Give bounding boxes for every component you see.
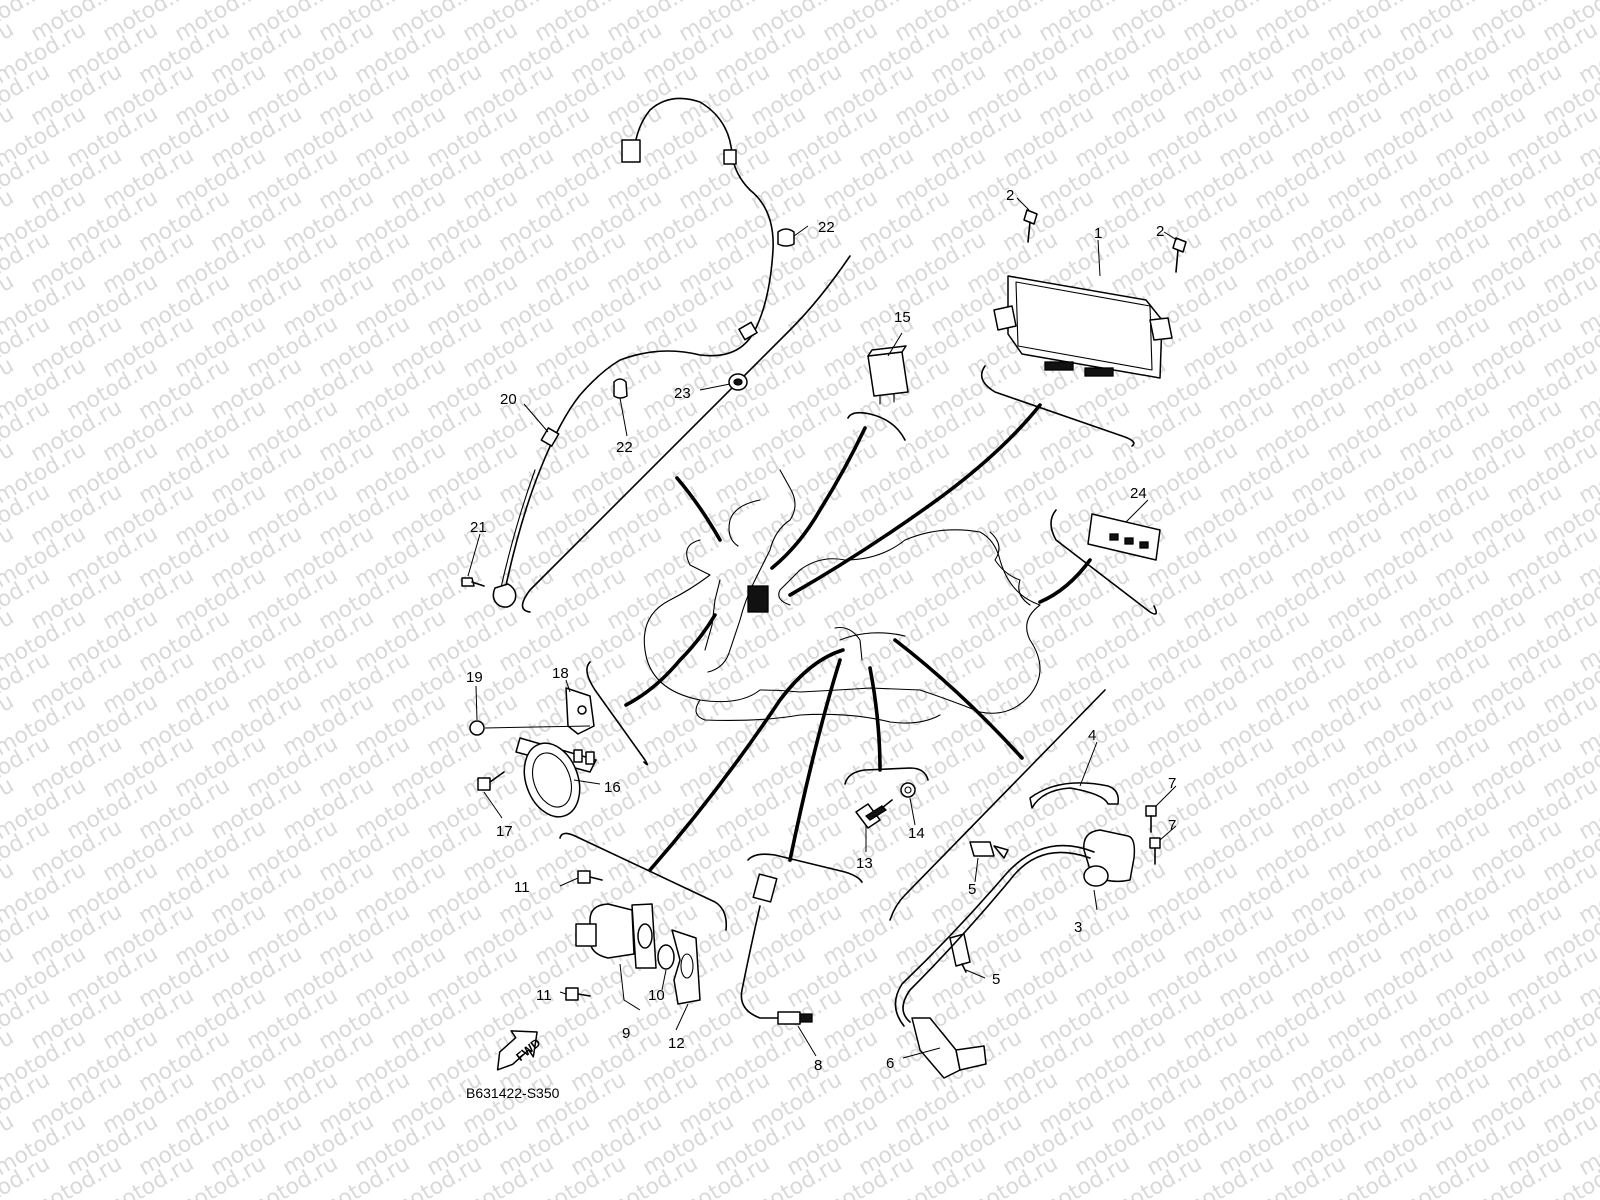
clip-22b	[613, 378, 628, 399]
bolt-7b	[1149, 837, 1161, 865]
o-ring-10	[657, 944, 675, 970]
bolt-21	[461, 577, 485, 587]
callout-6: 6	[886, 1055, 894, 1072]
callout-11b: 11	[536, 987, 552, 1004]
callout-3: 3	[1074, 919, 1082, 936]
relay-15	[867, 345, 909, 405]
detail-frames	[521, 255, 1158, 931]
ecu-1	[993, 275, 1173, 379]
bolt-11a	[577, 870, 603, 884]
connector-icon	[621, 139, 641, 163]
callout-14: 14	[908, 825, 925, 842]
callout-9: 9	[622, 1025, 630, 1042]
cover-24	[1087, 513, 1161, 561]
callout-5a: 5	[968, 881, 976, 898]
callout-17: 17	[496, 823, 513, 840]
callout-20: 20	[500, 391, 517, 408]
location-leaders	[624, 403, 1092, 872]
sensor-lead-20	[492, 97, 774, 608]
bolt-2a	[1023, 209, 1038, 243]
bolt-19	[469, 720, 591, 736]
callout-7a: 7	[1168, 775, 1176, 792]
actuator-9	[575, 903, 657, 1011]
callout-1: 1	[1094, 225, 1102, 242]
callout-12: 12	[668, 1035, 685, 1052]
bolt-2b	[1172, 237, 1187, 273]
bolt-17	[477, 771, 505, 791]
bolt-7a	[1145, 805, 1157, 833]
clip-22a	[777, 228, 795, 247]
bolt-11b	[565, 987, 591, 1001]
sensor-lead-8	[740, 873, 813, 1025]
vehicle-outline	[643, 469, 1041, 724]
gasket-12	[671, 929, 701, 1005]
callout-15: 15	[894, 309, 911, 326]
callout-2b: 2	[1156, 223, 1164, 240]
callout-23: 23	[674, 385, 691, 402]
callout-2a: 2	[1006, 187, 1014, 204]
plug-lead-6	[894, 844, 1095, 1079]
bracket-18	[565, 687, 595, 735]
plug-cap-5b	[949, 933, 971, 973]
callout-13: 13	[856, 855, 873, 872]
watermark-text: motod.ru	[1575, 0, 1600, 5]
callout-10: 10	[648, 987, 665, 1004]
callout-16: 16	[604, 779, 621, 796]
callout-7b: 7	[1168, 817, 1176, 834]
callout-21: 21	[470, 519, 487, 536]
drawing-code: B631422-S350	[466, 1085, 560, 1101]
plug-cap-5a	[969, 841, 1009, 859]
callout-22a: 22	[818, 219, 835, 236]
callout-leaders	[467, 197, 1178, 1059]
callout-18: 18	[552, 665, 569, 682]
callout-4: 4	[1088, 727, 1096, 744]
callout-22b: 22	[616, 439, 633, 456]
horn-16	[515, 737, 597, 818]
callout-24: 24	[1130, 485, 1147, 502]
ecu-location-marker	[747, 585, 769, 613]
callout-11a: 11	[514, 879, 530, 896]
callout-5b: 5	[992, 971, 1000, 988]
callout-19: 19	[466, 669, 483, 686]
hose-4	[1029, 782, 1120, 809]
callout-8: 8	[814, 1057, 822, 1074]
sensor-13	[855, 799, 893, 829]
ignition-coil-3	[1083, 829, 1136, 887]
washer-14	[900, 782, 916, 798]
grommet-23	[728, 373, 748, 391]
callout-numbers: 1 2 2 3 4 5 5 6 7 7 8 9 10 11 11 12 13 1…	[466, 187, 1176, 1074]
